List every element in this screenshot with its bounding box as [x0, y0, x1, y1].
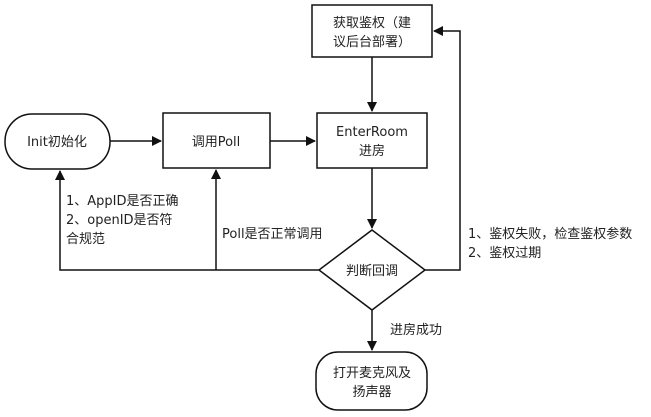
auth-node: [311, 4, 433, 58]
auth-node-label-1: 获取鉴权（建: [333, 15, 411, 31]
enter-room-label-1: EnterRoom: [336, 125, 408, 140]
auth-error-label-1: 1、鉴权失败，检查鉴权参数: [468, 226, 632, 242]
judge-node-label: 判断回调: [346, 264, 398, 279]
poll-error-label: Poll是否正常调用: [222, 227, 323, 242]
open-mic-node: [315, 351, 428, 411]
poll-node: [162, 112, 271, 169]
open-mic-label-1: 打开麦克风及: [333, 366, 411, 381]
auth-error-label-2: 2、鉴权过期: [468, 245, 541, 261]
enter-room-label-2: 进房: [359, 143, 385, 159]
enter-room-node: [316, 112, 428, 169]
init-error-label-2: 2、openID是否符: [66, 212, 173, 228]
init-error-label-1: 1、AppID是否正确: [66, 194, 179, 209]
init-node-label: Init初始化: [27, 135, 87, 150]
success-label: 进房成功: [390, 322, 442, 338]
poll-node-label: 调用Poll: [192, 135, 241, 150]
edge-judge-to-auth: [425, 26, 461, 271]
edge-judge-to-init: [55, 170, 319, 271]
open-mic-label-2: 扬声器: [352, 385, 391, 400]
init-error-label-3: 合规范: [66, 232, 105, 247]
auth-node-label-2: 议后台部署）: [333, 35, 411, 50]
